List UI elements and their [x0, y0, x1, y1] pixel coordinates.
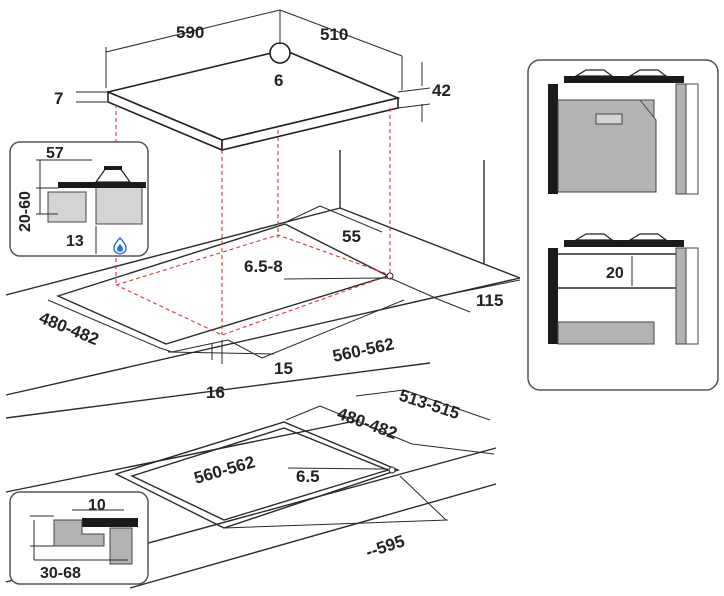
label-513-515: 513-515	[397, 386, 462, 423]
labels-cutout-bottom: 513-515 480-482 560-562 6.5 --595	[192, 386, 462, 562]
label-595: --595	[363, 531, 407, 561]
top-dimension-lines	[76, 9, 431, 122]
label-hole-6-5: 6.5	[296, 467, 320, 486]
center-marker-icon	[269, 42, 291, 64]
labels-top: 590 510 6 7 42	[54, 23, 451, 108]
label-center-6: 6	[274, 71, 283, 90]
label-57: 57	[46, 145, 64, 162]
label-height-7: 7	[54, 89, 63, 108]
label-480-482-bottom: 480-482	[335, 404, 400, 443]
inset-left-bottom	[9, 491, 149, 585]
hob-plate	[105, 42, 401, 152]
label-560-562-bottom: 560-562	[192, 452, 257, 487]
label-15: 15	[274, 359, 293, 378]
label-width-590: 590	[176, 23, 204, 42]
label-20-60: 20-60	[17, 191, 34, 232]
label-height-42: 42	[432, 81, 451, 100]
inset-right	[527, 59, 719, 391]
label-10: 10	[88, 497, 106, 514]
labels-insets: 57 20-60 13 10 30-68 20	[17, 145, 624, 582]
label-30-68: 30-68	[40, 565, 81, 582]
label-16: 16	[206, 383, 225, 402]
label-55: 55	[342, 227, 361, 246]
label-480-482-top: 480-482	[37, 308, 102, 349]
label-20-right: 20	[606, 265, 624, 282]
label-depth-510: 510	[320, 25, 348, 44]
cutout-top-dimension-lines	[47, 205, 521, 364]
label-115: 115	[476, 291, 503, 310]
inset-left-top	[9, 141, 149, 257]
label-560-562-top: 560-562	[331, 334, 396, 366]
label-13: 13	[66, 233, 84, 250]
label-hole-6-5-8: 6.5-8	[244, 257, 283, 276]
